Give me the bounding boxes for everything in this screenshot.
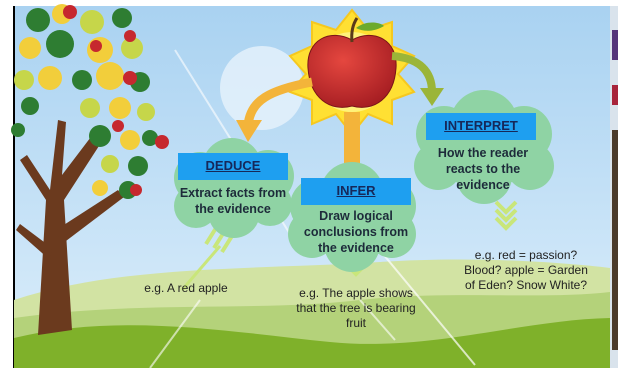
front-hill	[14, 318, 610, 368]
interpret-example: e.g. red = passion? Blood? apple = Garde…	[464, 248, 588, 292]
infer-label: INFER	[301, 178, 411, 205]
sun-glow	[220, 46, 304, 130]
infer-description: Draw logical conclusions from the eviden…	[303, 209, 409, 255]
deduce-example: e.g. A red apple	[144, 281, 228, 295]
interpret-label: INTERPRET	[426, 113, 536, 140]
tree-icon	[11, 4, 169, 335]
infer-example: e.g. The apple shows that the tree is be…	[296, 286, 416, 330]
interpret-description: How the reader reacts to the evidence	[437, 146, 529, 192]
deduce-description: Extract facts from the evidence	[179, 186, 287, 216]
deduce-label: DEDUCE	[178, 153, 288, 180]
apple-icon	[307, 17, 397, 108]
